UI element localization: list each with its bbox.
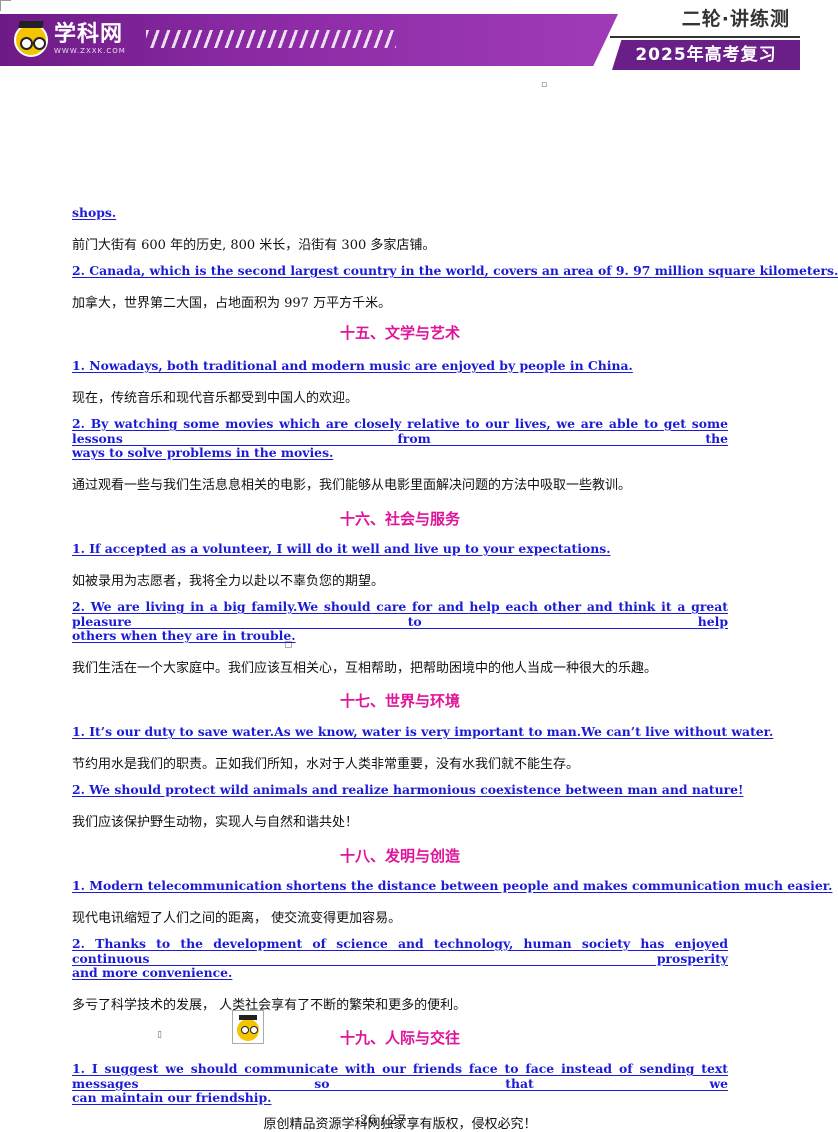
header-divider: [610, 36, 800, 38]
english-sentence: 1. Nowadays, both traditional and modern…: [72, 358, 633, 373]
section-heading: 十五、文学与艺术: [339, 324, 460, 342]
chinese-translation: 如被录用为志愿者，我将全力以赴以不辜负您的期望。: [72, 574, 385, 589]
section-heading: 十八、发明与创造: [339, 847, 460, 865]
page-number: 26 / 27: [360, 1113, 406, 1128]
chinese-translation: 多亏了科学技术的发展， 人类社会享有了不断的繁荣和更多的便利。: [72, 998, 467, 1013]
page-footer: 原创精品资源学科网独家享有版权，侵权必究！ 26 / 27: [0, 1113, 800, 1132]
chinese-translation: 现在，传统音乐和现代音乐都受到中国人的欢迎。: [72, 391, 359, 406]
section-heading: 十六、社会与服务: [339, 510, 460, 528]
chinese-translation: 通过观看一些与我们生活息息相关的电影，我们能够从电影里面解决问题的方法中吸取一些…: [72, 478, 632, 493]
logo-title: 学科网: [54, 22, 124, 47]
chinese-translation: 加拿大，世界第二大国，占地面积为 997 万平方千米。: [72, 296, 392, 311]
section-heading: 十九、人际与交往: [339, 1029, 460, 1047]
english-sentence: 2. Canada, which is the second largest c…: [72, 263, 838, 278]
page-header: 学科网 WWW.ZXXK.COM 二轮·讲练测 2025年高考复习: [0, 0, 800, 74]
anchor-marker: ▯: [157, 1030, 162, 1040]
english-sentence: 1. It’s our duty to save water.As we kno…: [72, 724, 774, 739]
english-sentence: others when they are in trouble.: [72, 628, 296, 643]
logo-url: WWW.ZXXK.COM: [54, 47, 126, 55]
english-sentence: 1. If accepted as a volunteer, I will do…: [72, 541, 611, 556]
series-label: 二轮·讲练测: [681, 8, 790, 30]
crop-mark: [0, 0, 11, 11]
mascot-image: [232, 1010, 264, 1044]
chinese-translation: 我们应该保护野生动物，实现人与自然和谐共处！: [72, 815, 359, 830]
english-sentence: 2. By watching some movies which are clo…: [72, 416, 728, 446]
site-logo[interactable]: 学科网 WWW.ZXXK.COM: [14, 18, 126, 62]
english-sentence: 2. We are living in a big family.We shou…: [72, 599, 728, 629]
copyright-notice: 原创精品资源学科网独家享有版权，侵权必究！: [263, 1117, 537, 1132]
mascot-icon: [14, 21, 48, 57]
section-heading: 十七、世界与环境: [339, 692, 460, 710]
english-sentence: can maintain our friendship.: [72, 1090, 272, 1105]
chinese-translation: 我们生活在一个大家庭中。我们应该互相关心，互相帮助，把帮助困境中的他人当成一种很…: [72, 661, 658, 676]
english-sentence: 2. We should protect wild animals and re…: [72, 782, 744, 797]
chinese-translation: 前门大街有 600 年的历史, 800 米长，沿街有 300 多家店铺。: [72, 238, 436, 253]
english-sentence: and more convenience.: [72, 965, 233, 980]
english-sentence: 1. Modern telecommunication shortens the…: [72, 878, 833, 893]
chinese-translation: 现代电讯缩短了人们之间的距离， 使交流变得更加容易。: [72, 911, 402, 926]
exam-label: 2025年高考复习: [612, 40, 800, 70]
chinese-translation: 节约用水是我们的职责。正如我们所知，水对于人类非常重要，没有水我们就不能生存。: [72, 757, 580, 772]
anchor-marker: ▢: [284, 640, 293, 650]
english-sentence: shops.: [72, 205, 117, 220]
anchor-marker: ▫: [541, 80, 548, 90]
english-sentence: ways to solve problems in the movies.: [72, 445, 334, 460]
english-sentence: 2. Thanks to the development of science …: [72, 936, 728, 966]
english-sentence: 1. I suggest we should communicate with …: [72, 1061, 728, 1091]
decorative-stripes: [146, 30, 396, 48]
